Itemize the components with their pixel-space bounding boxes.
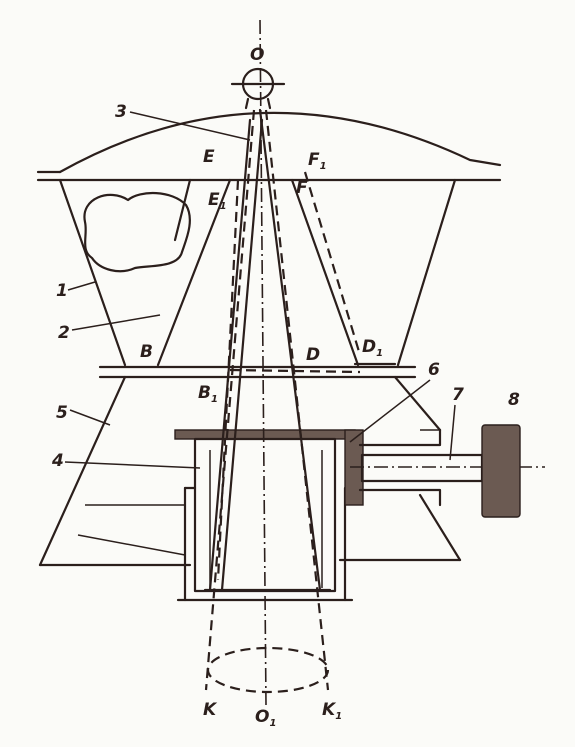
leader-7	[449, 404, 456, 461]
screw-7	[360, 453, 484, 483]
dashed-cone-edge-f1-d1	[303, 171, 362, 356]
label-k1: K1	[322, 700, 342, 722]
part-number-5: 5	[56, 403, 68, 423]
o-stem-right	[266, 97, 272, 110]
part-number-1: 1	[56, 281, 68, 301]
label-f1: F1	[308, 150, 327, 172]
label-f: F	[296, 178, 308, 198]
o-stem-left	[244, 97, 250, 110]
label-d1: D1	[362, 337, 383, 359]
label-k: K	[203, 700, 218, 720]
lower-right-wall-top	[393, 375, 442, 432]
cone-right-edge	[290, 178, 360, 367]
rod-right	[220, 118, 264, 592]
rod-left	[208, 118, 252, 592]
part-number-8: 8	[508, 390, 520, 410]
leader-5	[69, 409, 111, 426]
central-axis	[259, 19, 267, 706]
leader-6	[349, 379, 431, 443]
knob-8	[481, 424, 521, 518]
label-e1: E1	[208, 190, 227, 212]
bracket-upper	[358, 428, 442, 447]
left-funnel-inner	[173, 178, 192, 242]
window-blob	[83, 191, 191, 273]
dome-arc	[58, 111, 502, 174]
cone-left-edge	[156, 178, 232, 367]
label-d: D	[306, 345, 320, 365]
leader-1	[67, 281, 96, 291]
cup-rim-hatched	[174, 429, 356, 440]
focus-ellipse	[206, 646, 330, 694]
part-number-3: 3	[115, 102, 127, 122]
label-o1: O1	[255, 707, 276, 729]
lower-right-wall-bottom	[418, 493, 462, 562]
leader-3	[129, 111, 251, 141]
lower-left-stroke-2	[77, 534, 186, 556]
label-b1: B1	[198, 383, 218, 405]
part-number-6: 6	[428, 360, 440, 380]
part-number-4: 4	[51, 451, 64, 471]
bracket-lower	[358, 488, 442, 507]
part-number-7: 7	[452, 385, 464, 405]
ray-o-k1	[264, 109, 330, 691]
label-o: O	[250, 45, 264, 65]
label-b: B	[140, 342, 153, 362]
leader-4	[64, 461, 201, 469]
label-e: E	[203, 147, 215, 167]
part-number-2: 2	[58, 323, 70, 343]
ray-o-k	[204, 109, 256, 691]
leader-2	[71, 314, 161, 331]
left-funnel-wall	[58, 178, 127, 367]
lower-left-wall	[38, 375, 127, 567]
right-funnel-wall	[396, 178, 457, 367]
ray-o-right	[258, 108, 322, 592]
